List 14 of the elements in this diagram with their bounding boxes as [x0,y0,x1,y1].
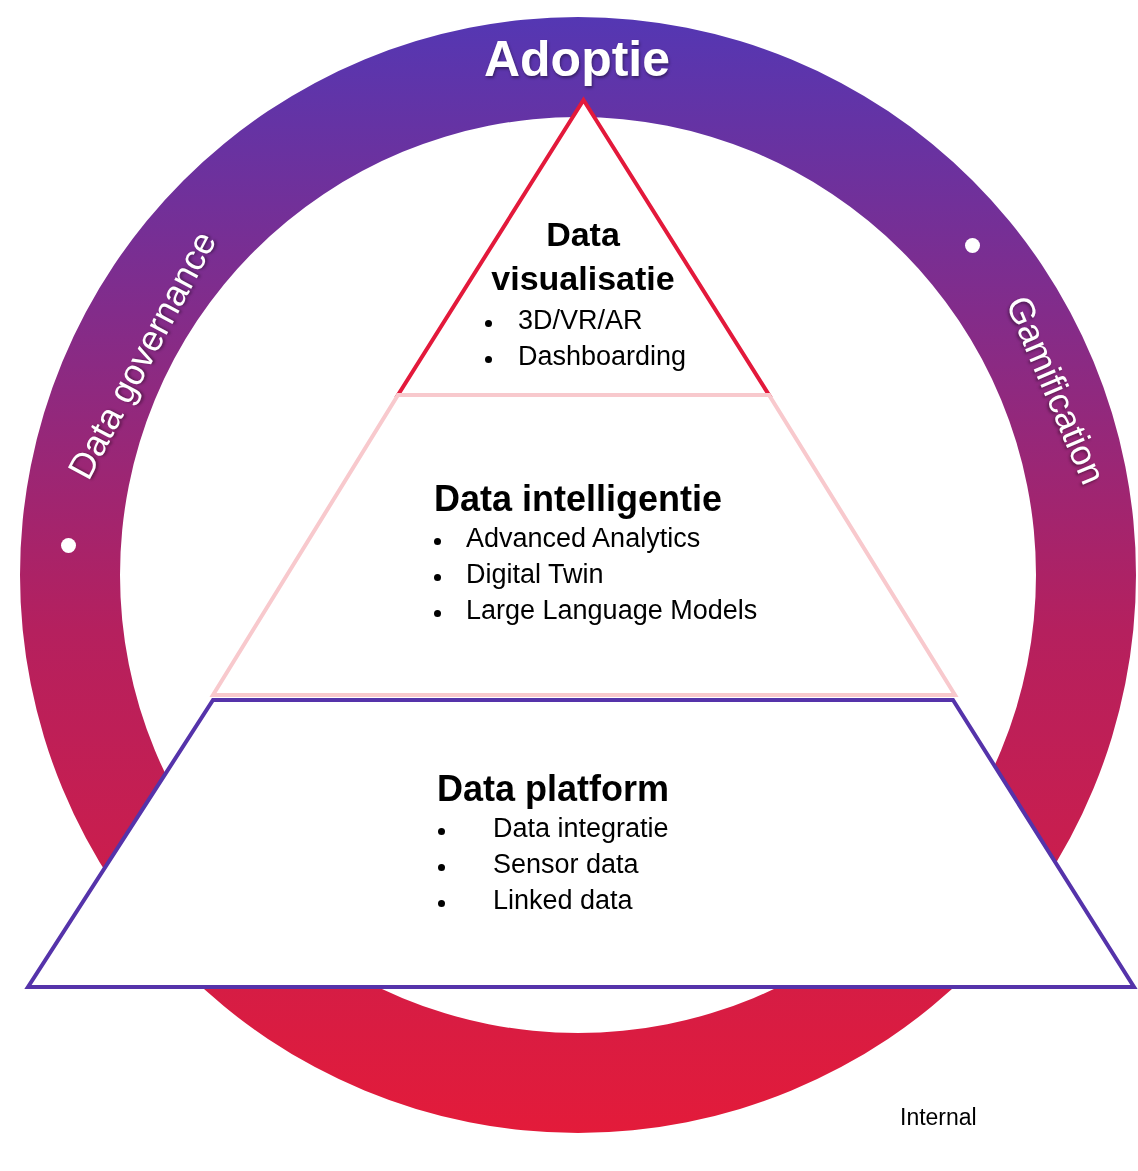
bullet-item: Data integratie [493,813,669,845]
ring-title: Adoptie [483,31,671,89]
bullet-item: Dashboarding [518,341,687,373]
tier-heading: Data platform [437,768,670,810]
bullet-item: Digital Twin [466,559,604,591]
tier-heading: Data intelligentie [434,478,723,520]
bullet-item: Large Language Models [466,595,758,627]
tier-heading: Data visualisatie [490,214,676,300]
bullet-item: 3D/VR/AR [518,305,643,337]
ring-band [20,17,1136,1133]
bullet-item: Sensor data [493,849,639,881]
classification-note: Internal [900,1104,977,1131]
bullet-item: Linked data [493,885,633,917]
bullet-item: Advanced Analytics [466,523,701,555]
